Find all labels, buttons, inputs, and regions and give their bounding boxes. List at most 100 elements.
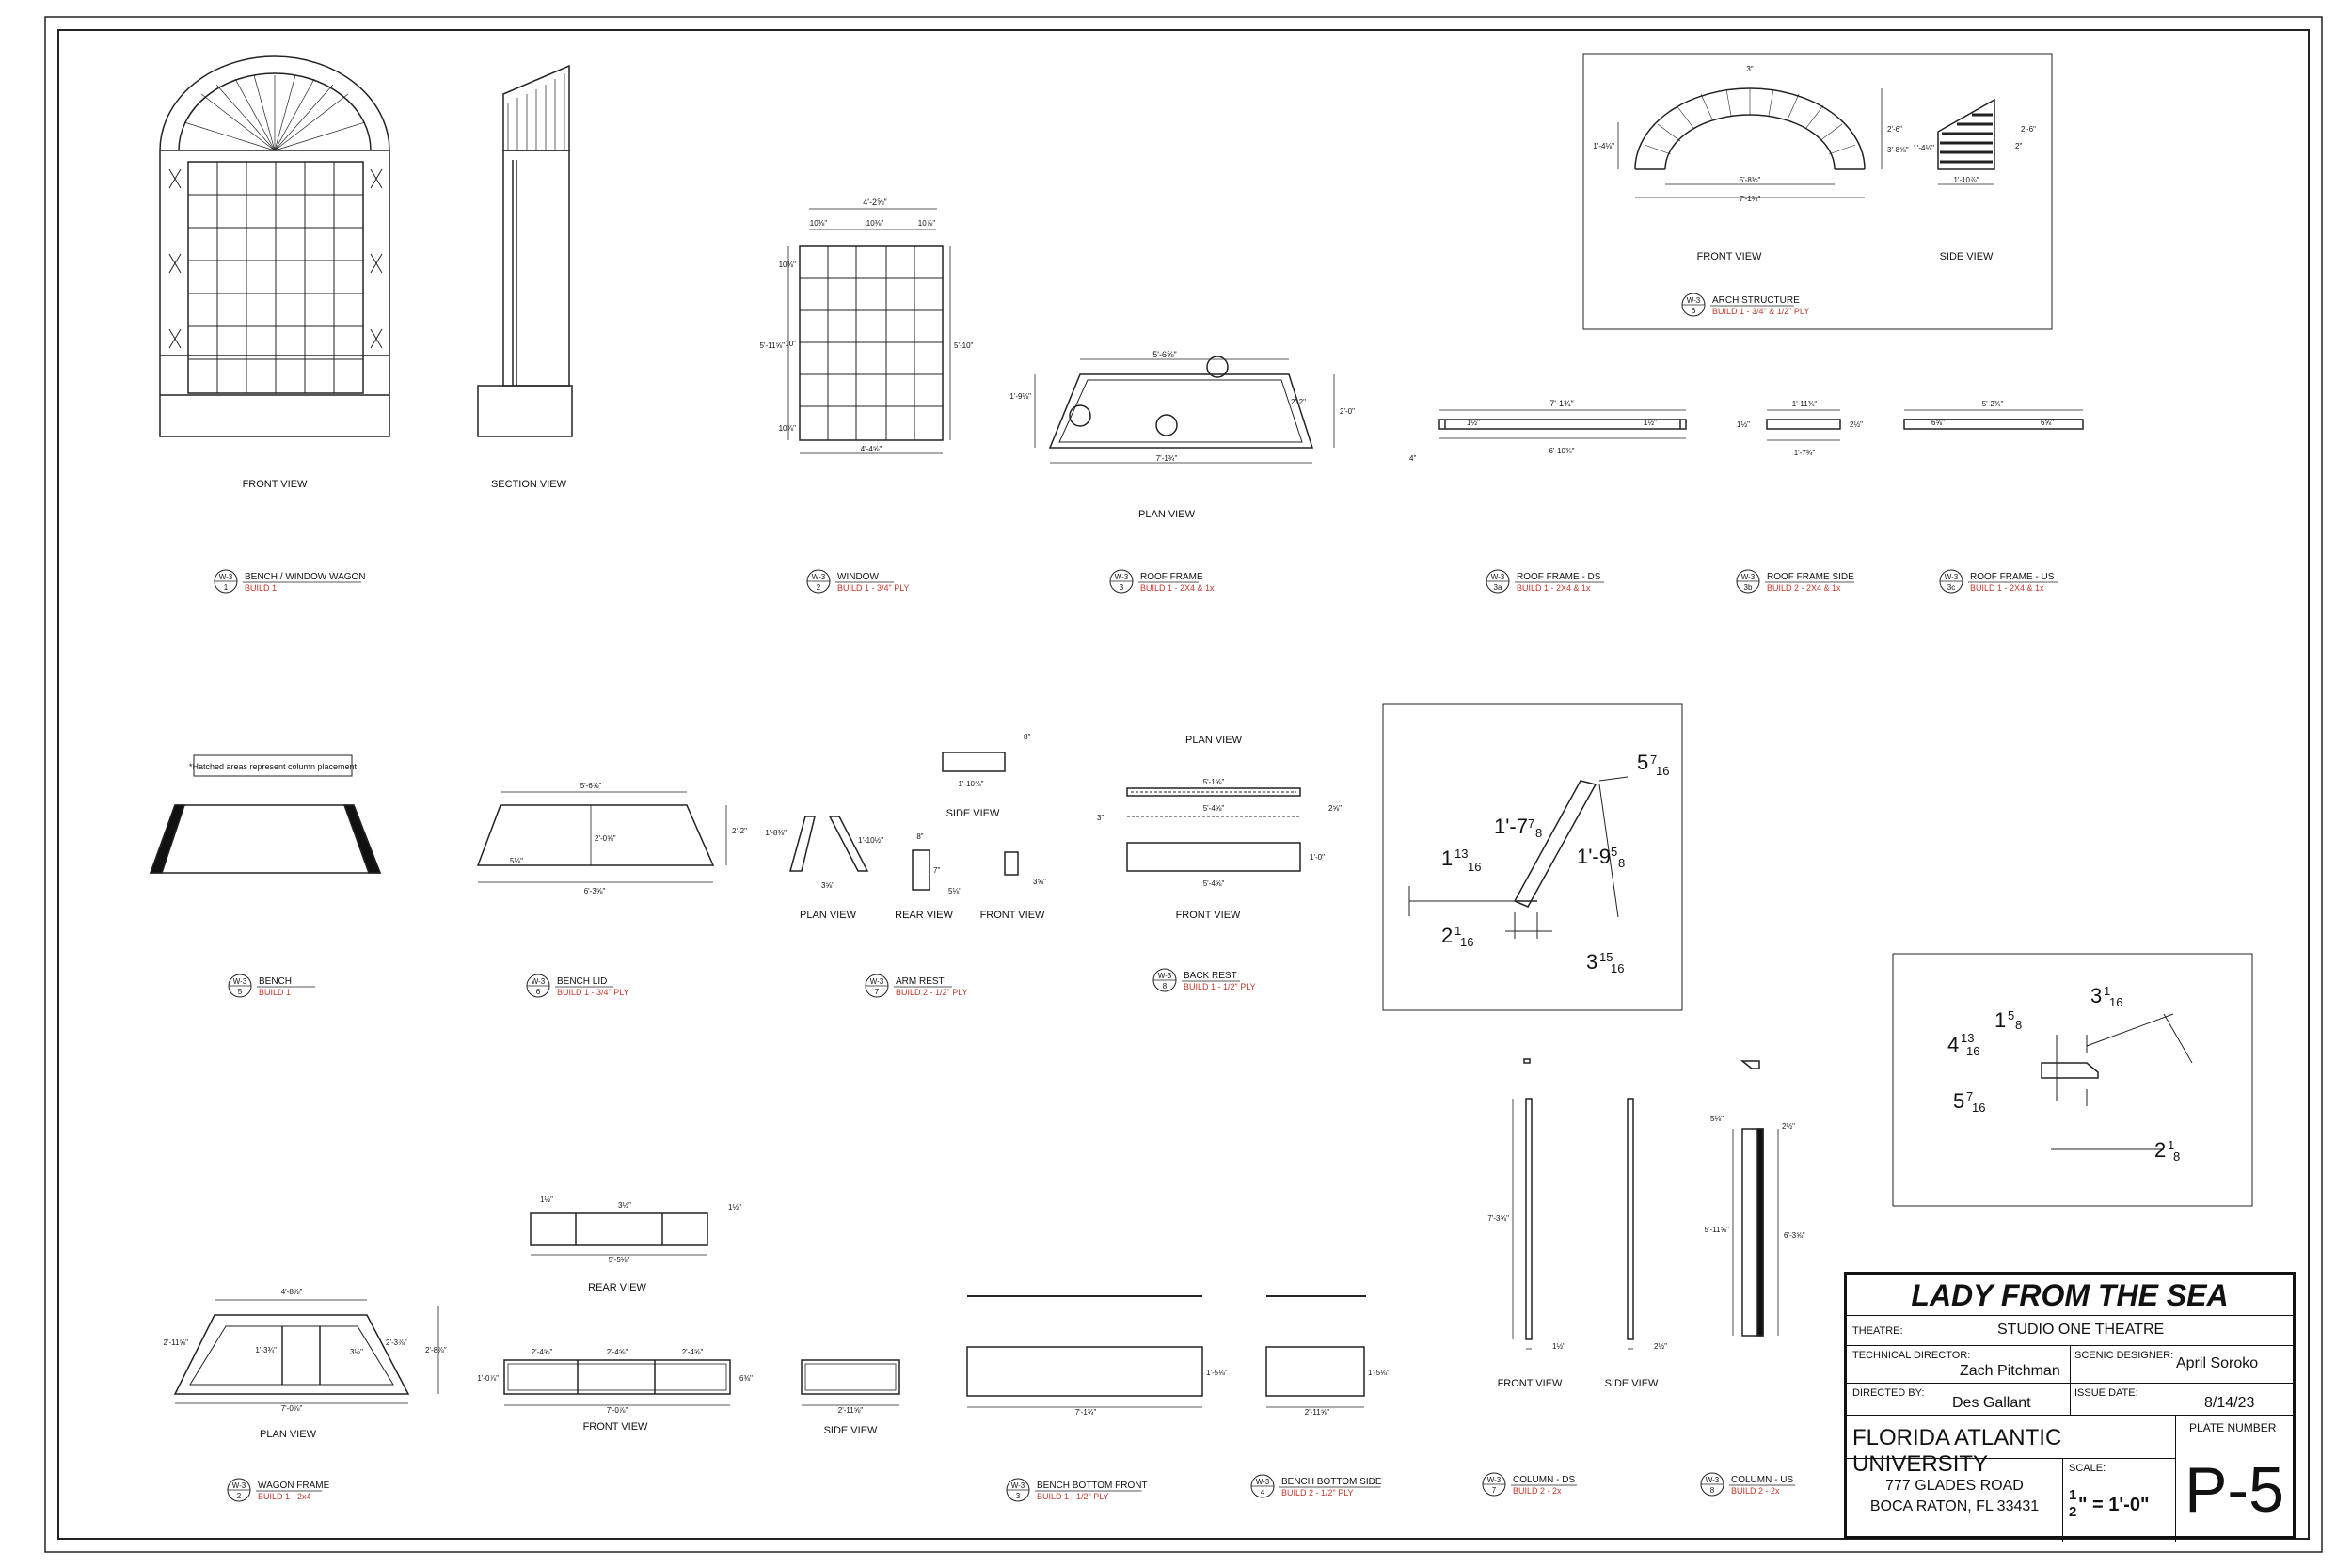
d3bb-dim: 7'-1¾" (1075, 1408, 1097, 1417)
detail-b-drawing (2041, 1013, 2193, 1150)
director-value: Des Gallant (1952, 1395, 2031, 1411)
d2-dim: 4'-4⅝" (861, 445, 882, 453)
d4bb-dim: 1'-5⅛" (1368, 1369, 1390, 1377)
wagon-frame-plan (173, 1299, 439, 1404)
d7-dim: 5⅛" (948, 887, 961, 895)
address-line-1: 777 GLADES ROAD (1885, 1478, 2024, 1494)
plate-cell: PLATE NUMBER P-5 (2176, 1416, 2293, 1536)
d3b-dim: 1'-7¾" (1794, 449, 1816, 457)
front-dim: 7'-0⅞" (607, 1406, 628, 1415)
bench-elevation (149, 804, 382, 874)
detail-tag-number: 4 (1261, 1488, 1265, 1497)
address-line-2: BOCA RATON, FL 33431 (1869, 1498, 2040, 1514)
detail-tag-number: 3b (1744, 583, 1753, 592)
director-row: DIRECTED BY: Des Gallant ISSUE DATE: 8/1… (1847, 1384, 2293, 1416)
detail-build-note: BUILD 2 - 1/2" PLY (896, 988, 968, 997)
d1-front-view-label: FRONT VIEW (243, 479, 308, 490)
detail-a-dim: 16 (1611, 961, 1624, 975)
d8-dim: 5'-4⅝" (1203, 804, 1225, 813)
detail-title: ROOF FRAME SIDE (1767, 572, 1854, 582)
d2-dim: 10⅞" (918, 219, 936, 228)
bench-window-wagon-front-view (159, 55, 390, 437)
wagon-rear-view (530, 1212, 708, 1256)
td-label: TECHNICAL DIRECTOR: (1852, 1350, 1971, 1361)
detail-build-note: BUILD 1 - 3/4" PLY (557, 988, 629, 997)
theatre-value: STUDIO ONE THEATRE (1997, 1322, 2165, 1338)
detail-tag-sheet: W-3 (233, 977, 247, 986)
front-dim: 1'-0⅞" (477, 1374, 499, 1383)
director-label: DIRECTED BY: (1852, 1387, 1925, 1399)
detail-a-dim: 15 (1599, 950, 1613, 964)
detail-a-frame (1382, 703, 1683, 1011)
detail-tag-number: 8 (1163, 982, 1168, 990)
d3-plan-view-label: PLAN VIEW (1138, 509, 1196, 520)
detail-tag-sheet: W-3 (1741, 573, 1756, 581)
d7-dim: 3⅝" (1033, 878, 1046, 886)
detail-title: ROOF FRAME (1140, 572, 1203, 582)
detail-tag-sheet: W-3 (1011, 1481, 1025, 1490)
d7-dim: 8" (916, 832, 923, 841)
rear-dim: 5'-5⅛" (609, 1256, 630, 1264)
d6arch-dim: 1'-4⅛" (1913, 144, 1934, 152)
theatre-label: THEATRE: (1852, 1325, 1903, 1337)
detail-title: BENCH / WINDOW WAGON (245, 572, 366, 582)
theatre-row: THEATRE: STUDIO ONE THEATRE (1847, 1316, 2293, 1346)
detail-tag-number: 3a (1494, 583, 1502, 592)
show-title-row: LADY FROM THE SEA (1847, 1275, 2293, 1316)
detail-b-dim: 16 (1966, 1044, 1979, 1058)
detail-b-dim: 8 (2015, 1018, 2022, 1032)
window-elevation (787, 208, 951, 454)
col-dim: 2½" (1782, 1122, 1795, 1131)
detail-title: BENCH (259, 976, 292, 987)
detail-build-note: BUILD 1 - 2X4 & 1x (1517, 583, 1591, 593)
sheet-outer-border (44, 16, 2323, 1553)
d2w-dim: 2'-11⅝" (164, 1338, 189, 1347)
detail-a-dim: 1'-9 (1577, 845, 1611, 868)
d3c-dim: 6⅝" (1931, 419, 1945, 427)
d6arch-dim: 2'-6" (1887, 125, 1902, 134)
side-view-label: SIDE VIEW (824, 1425, 878, 1436)
detail-tag-number: 3 (1016, 1492, 1021, 1500)
d6arch-side-view-label: SIDE VIEW (1940, 251, 1994, 262)
detail-build-note: BUILD 1 - 3/4" & 1/2" PLY (1712, 307, 1809, 316)
detail-tag-sheet: W-3 (219, 573, 233, 581)
plate-number: P-5 (2185, 1454, 2284, 1526)
d3b-dim: 1½" (1737, 420, 1750, 429)
detail-a-dim: 8 (1535, 826, 1542, 840)
show-title: LADY FROM THE SEA (1911, 1278, 2229, 1312)
d8-dim: 5'-4⅝" (1203, 879, 1225, 888)
detail-build-note: BUILD 1 - 3/4" PLY (837, 583, 910, 593)
detail-tag-sheet: W-3 (1687, 296, 1701, 305)
detail-a-dim: 7 (1528, 816, 1534, 831)
detail-build-note: BUILD 1 - 2X4 & 1x (1970, 583, 2044, 593)
d6-dim: 2'-2" (732, 827, 747, 835)
detail-title: ARCH STRUCTURE (1712, 295, 1800, 306)
d7-dim: 7" (933, 866, 940, 875)
d6arch-dim: 5'-8⅜" (1740, 176, 1761, 184)
detail-tag-sheet: W-3 (1487, 1476, 1502, 1484)
roof-frame-plan (1034, 356, 1335, 464)
detail-build-note: BUILD 1 - 2X4 & 1x (1140, 583, 1215, 593)
detail-b-dim: 2 (2154, 1138, 2166, 1162)
d7-plan-view-label: PLAN VIEW (800, 910, 857, 921)
university-cell: FLORIDA ATLANTIC UNIVERSITY 777 GLADES R… (1847, 1416, 2176, 1542)
detail-build-note: BUILD 1 - 1/2" PLY (1037, 1492, 1109, 1501)
detail-tag-sheet: W-3 (870, 977, 884, 986)
detail-tag-sheet: W-3 (1158, 972, 1172, 980)
d3a-dim: 1½" (1644, 419, 1657, 427)
detail-a-dim: 2 (1441, 924, 1453, 947)
detail-a-dim: 8 (1618, 856, 1625, 870)
d6-dim: 5⅛" (510, 857, 523, 865)
detail-tag-sheet: W-3 (1706, 1476, 1720, 1484)
arm-rest-views (789, 752, 1019, 891)
detail-title: BENCH LID (557, 976, 607, 987)
detail-tag-sheet: W-3 (1115, 573, 1129, 581)
detail-b-dim: 1 (2104, 984, 2110, 998)
rear-dim: 1½" (728, 1203, 741, 1212)
bench-lid-elevation (476, 791, 727, 883)
